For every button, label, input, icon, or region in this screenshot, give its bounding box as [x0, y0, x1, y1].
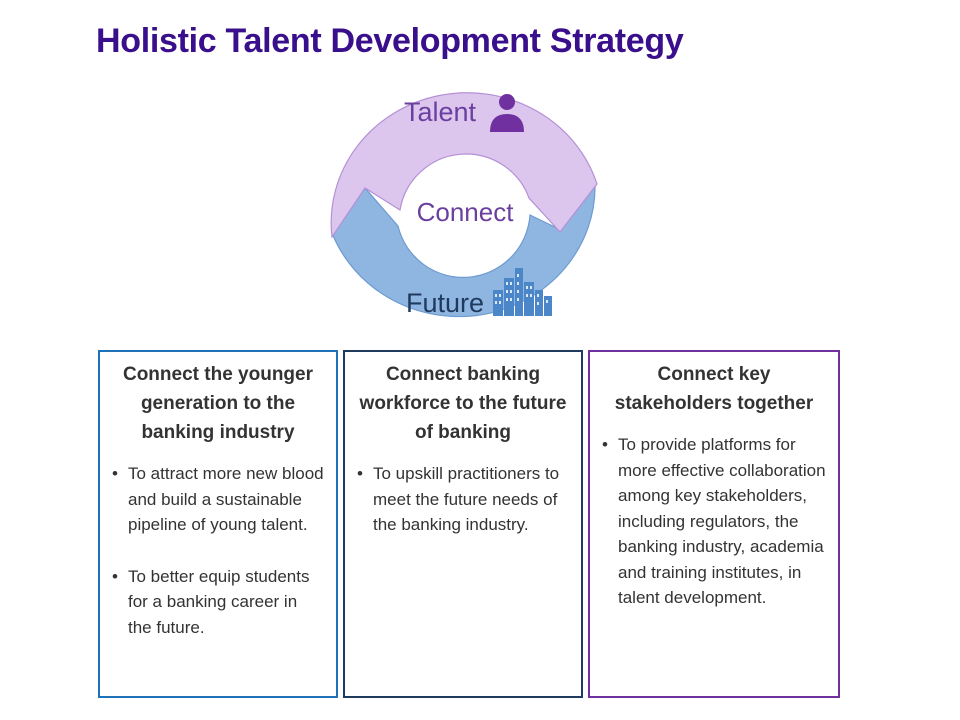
bullet-item: To provide platforms for more effective … — [602, 432, 826, 611]
cycle-ring-svg: Talent Connect Future — [330, 92, 598, 318]
column-younger-generation: Connect the younger generation to the ba… — [98, 350, 338, 698]
bullet-list: To attract more new blood and build a su… — [112, 461, 324, 640]
column-heading: Connect the younger generation to the ba… — [122, 364, 313, 443]
bullet-item: To attract more new blood and build a su… — [112, 461, 324, 538]
bullet-list: To provide platforms for more effective … — [602, 432, 826, 611]
city-buildings-icon — [493, 268, 552, 316]
column-key-stakeholders: Connect key stakeholders together To pro… — [588, 350, 840, 698]
bullet-list: To upskill practitioners to meet the fut… — [357, 461, 569, 538]
person-icon — [490, 94, 524, 132]
column-heading: Connect key stakeholders together — [614, 364, 814, 414]
bullet-item: To better equip students for a banking c… — [112, 564, 324, 641]
talent-arc — [330, 92, 598, 239]
talent-label: Talent — [404, 97, 477, 127]
connect-label: Connect — [417, 197, 515, 227]
page-title: Holistic Talent Development Strategy — [96, 22, 684, 60]
future-label: Future — [406, 288, 484, 318]
talent-future-cycle-diagram: Talent Connect Future — [320, 80, 610, 330]
bullet-item: To upskill practitioners to meet the fut… — [357, 461, 569, 538]
column-banking-workforce: Connect banking workforce to the future … — [343, 350, 583, 698]
column-heading: Connect banking workforce to the future … — [359, 364, 567, 443]
